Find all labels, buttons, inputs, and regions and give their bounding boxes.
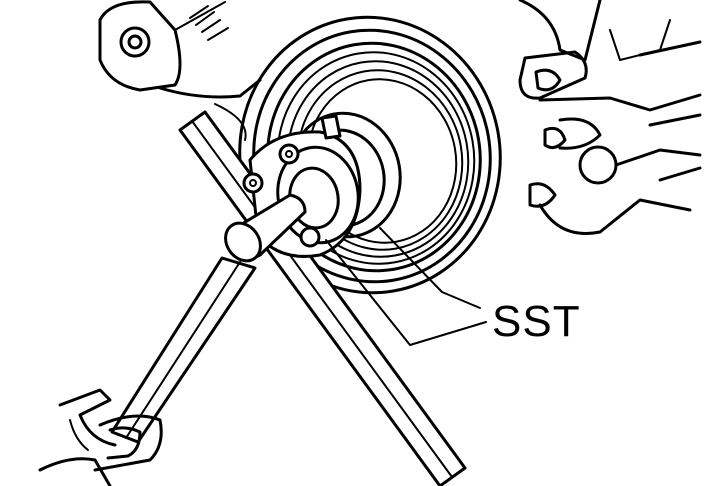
wrench: [110, 193, 307, 444]
holding-bar: [178, 110, 467, 486]
engine-block: [98, 0, 702, 235]
sst-label: SST: [492, 297, 581, 346]
label-leader-lines: [325, 227, 487, 346]
hand-grip: [38, 388, 163, 486]
